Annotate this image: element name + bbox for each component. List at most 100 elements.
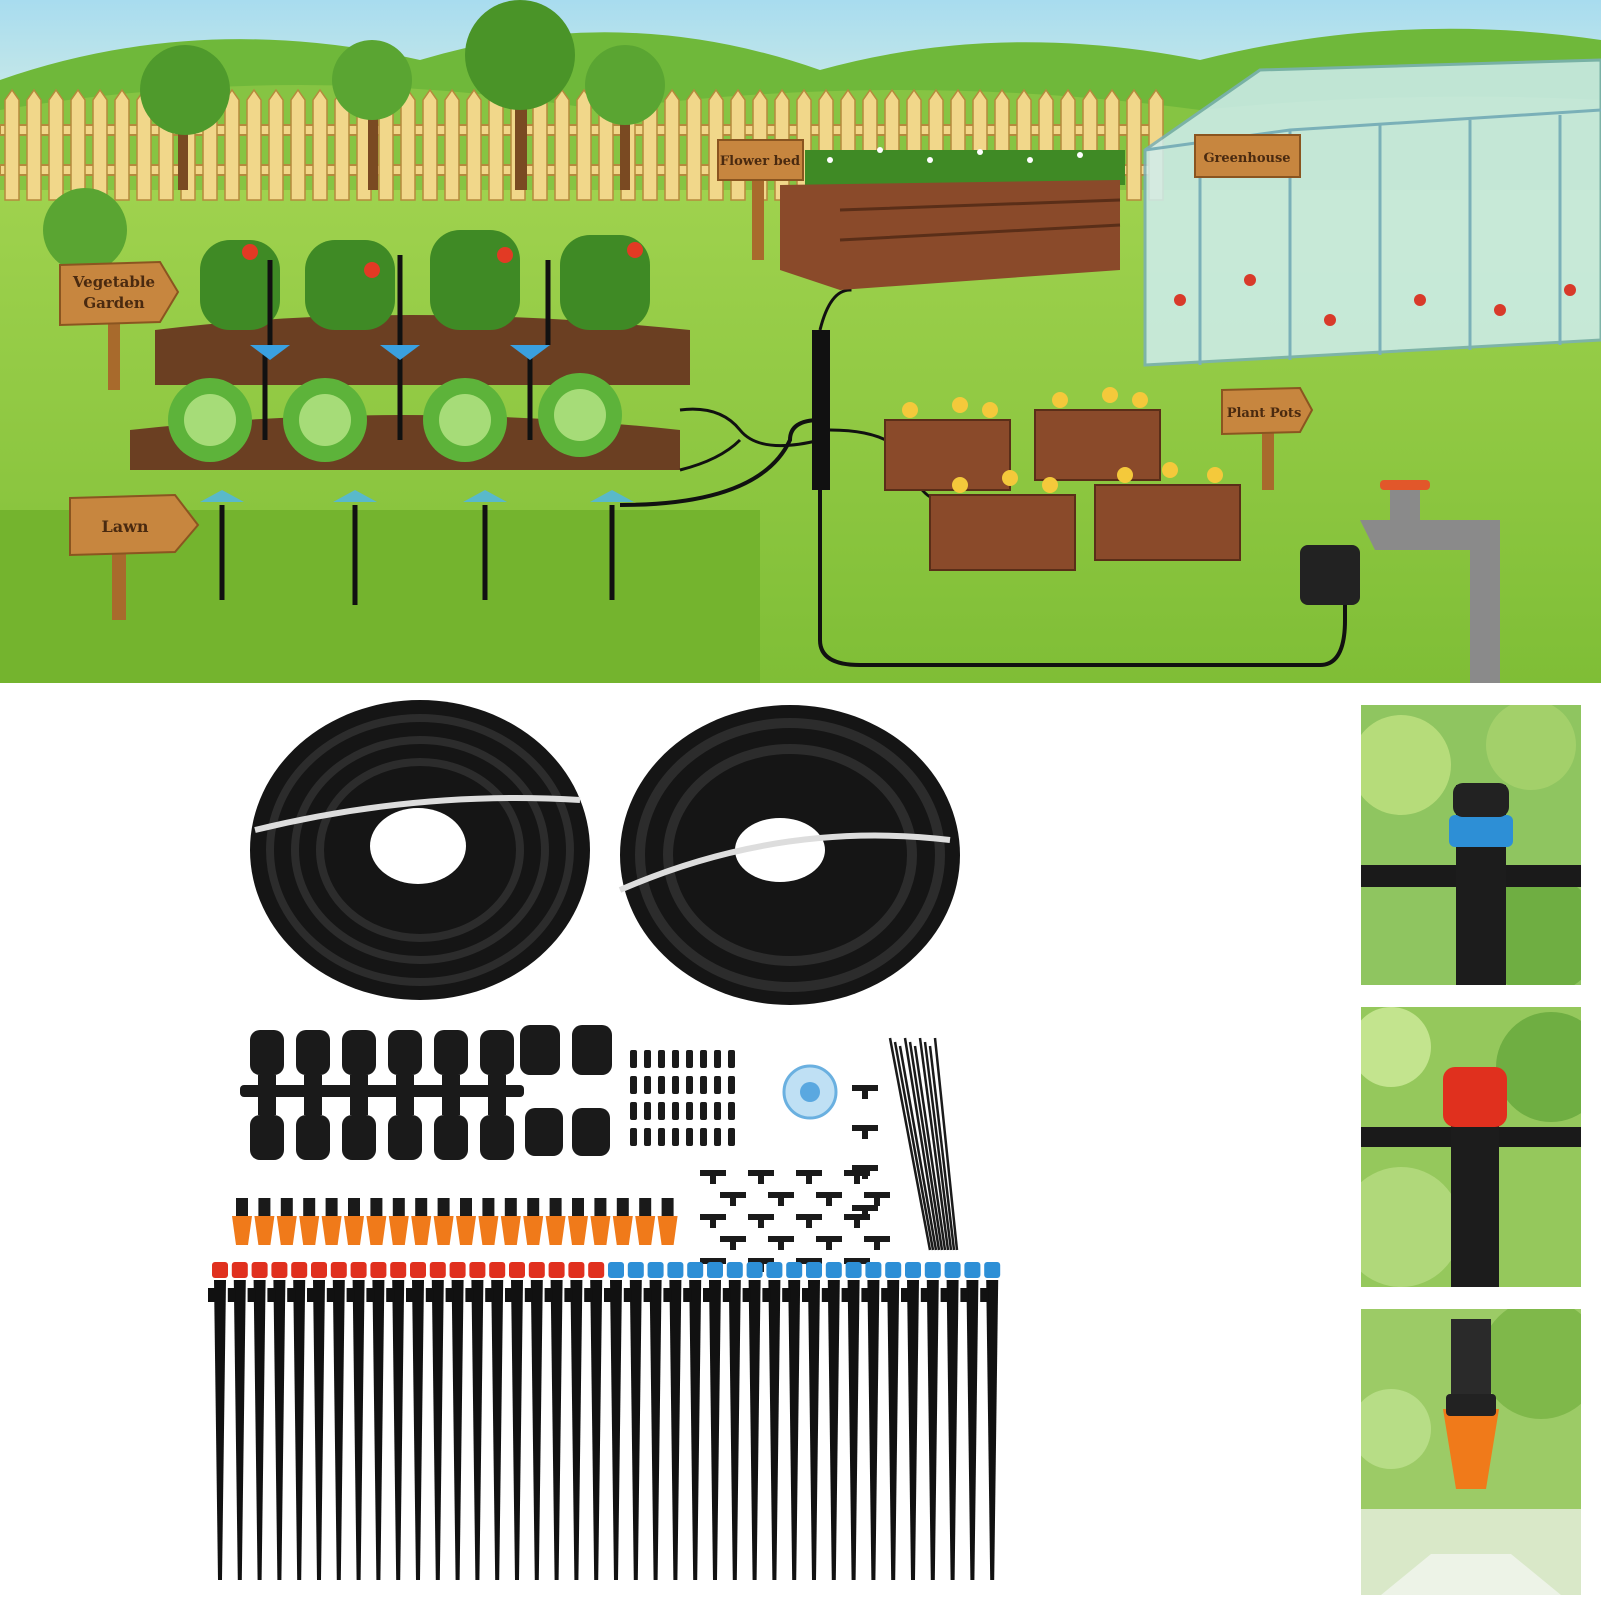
sign-plant-pots: Plant Pots	[1221, 386, 1314, 490]
blue-stake	[703, 1262, 723, 1580]
tee-connector	[796, 1214, 822, 1228]
fence-picket	[686, 88, 702, 201]
small-fitting	[686, 1128, 693, 1146]
small-fitting	[714, 1050, 721, 1068]
blue-stake	[861, 1262, 882, 1580]
drip-irrigation-kit-photo	[190, 690, 1070, 1595]
small-fitting	[728, 1050, 735, 1068]
sign-plant-pots-text: Plant Pots	[1227, 406, 1302, 421]
large-connector	[286, 1030, 340, 1160]
tee-connector	[768, 1192, 794, 1206]
detail-photo-orange-nozzle	[1361, 1309, 1581, 1595]
sign-lawn: Lawn	[69, 493, 200, 620]
tee-connector	[748, 1170, 774, 1184]
small-fitting	[700, 1076, 707, 1094]
small-fitting	[658, 1050, 665, 1068]
red-sprinkler-stake-icon	[1451, 1107, 1499, 1287]
small-fitting	[700, 1128, 707, 1146]
red-stake	[208, 1262, 228, 1580]
red-stake	[406, 1262, 426, 1580]
blue-stake	[940, 1262, 961, 1580]
greenhouse	[1143, 58, 1601, 367]
small-fitting	[672, 1050, 679, 1068]
orange-nozzle	[500, 1198, 521, 1245]
red-stake	[227, 1262, 248, 1580]
orange-nozzles	[232, 1198, 678, 1245]
large-connector	[378, 1030, 432, 1160]
blue-stake	[683, 1262, 704, 1580]
fence-picket	[312, 88, 328, 201]
red-stake	[346, 1262, 367, 1580]
large-connector	[332, 1030, 386, 1160]
fence-picket	[114, 88, 130, 201]
cable-ties	[888, 1037, 959, 1251]
cable-tie	[933, 1037, 959, 1251]
blue-stake	[901, 1262, 921, 1580]
small-fitting	[644, 1102, 651, 1120]
fence-picket	[444, 88, 460, 201]
small-fitting	[630, 1076, 637, 1094]
fence-picket	[26, 88, 42, 201]
fence-picket	[1126, 88, 1142, 201]
red-stake	[267, 1262, 288, 1580]
plant-pots	[884, 409, 1241, 571]
tubing-coil-1	[250, 700, 590, 1000]
orange-nozzle	[612, 1198, 633, 1245]
red-stake	[544, 1262, 565, 1580]
detail-photo-blue-stake	[1361, 705, 1581, 985]
vegetable-bed-tomatoes	[155, 315, 690, 385]
fence-picket	[422, 88, 438, 201]
tee-connector	[864, 1192, 890, 1206]
water-faucet	[1300, 480, 1500, 683]
small-fitting	[658, 1076, 665, 1094]
red-stake	[485, 1262, 506, 1580]
small-fitting	[728, 1128, 735, 1146]
sign-vegetable-garden-line2: Garden	[83, 294, 144, 312]
orange-nozzle	[545, 1198, 566, 1245]
red-stake	[425, 1262, 446, 1580]
blue-stake	[841, 1262, 862, 1580]
blue-stake	[663, 1262, 684, 1580]
tee-connector	[852, 1085, 878, 1099]
small-fitting	[728, 1102, 735, 1120]
small-fitting	[672, 1102, 679, 1120]
large-connector	[424, 1030, 478, 1160]
small-fitting	[644, 1128, 651, 1146]
tee-connector	[852, 1125, 878, 1139]
small-fitting	[644, 1050, 651, 1068]
small-fitting	[728, 1076, 735, 1094]
fence-picket	[290, 88, 306, 201]
flower-bed	[780, 150, 1125, 290]
drip-stakes	[262, 255, 551, 440]
orange-nozzle	[590, 1198, 611, 1245]
red-stake	[247, 1262, 268, 1580]
orange-nozzle	[657, 1198, 678, 1245]
small-fitting	[630, 1102, 637, 1120]
red-stake	[564, 1262, 585, 1580]
small-fitting	[686, 1076, 693, 1094]
tee-connector	[768, 1236, 794, 1250]
sign-greenhouse-text: Greenhouse	[1203, 151, 1290, 166]
blue-stake	[821, 1262, 842, 1580]
blue-stake	[960, 1262, 981, 1580]
cable-tie	[923, 1041, 953, 1251]
tee-connector	[844, 1214, 870, 1228]
fence-picket	[224, 88, 240, 201]
small-fitting	[658, 1128, 665, 1146]
small-fitting	[700, 1102, 707, 1120]
orange-nozzle	[321, 1198, 342, 1245]
small-fitting	[630, 1050, 637, 1068]
small-fitting	[714, 1076, 721, 1094]
orange-nozzle	[299, 1198, 320, 1245]
orange-nozzle	[523, 1198, 544, 1245]
small-fitting	[714, 1128, 721, 1146]
blue-stake	[623, 1262, 644, 1580]
red-stake	[366, 1262, 387, 1580]
small-fitting	[658, 1102, 665, 1120]
fence-picket	[48, 88, 64, 201]
tee-connector	[816, 1192, 842, 1206]
cable-tie	[898, 1045, 938, 1251]
small-fitting	[714, 1102, 721, 1120]
small-fitting	[686, 1102, 693, 1120]
fence-picket	[268, 88, 284, 201]
